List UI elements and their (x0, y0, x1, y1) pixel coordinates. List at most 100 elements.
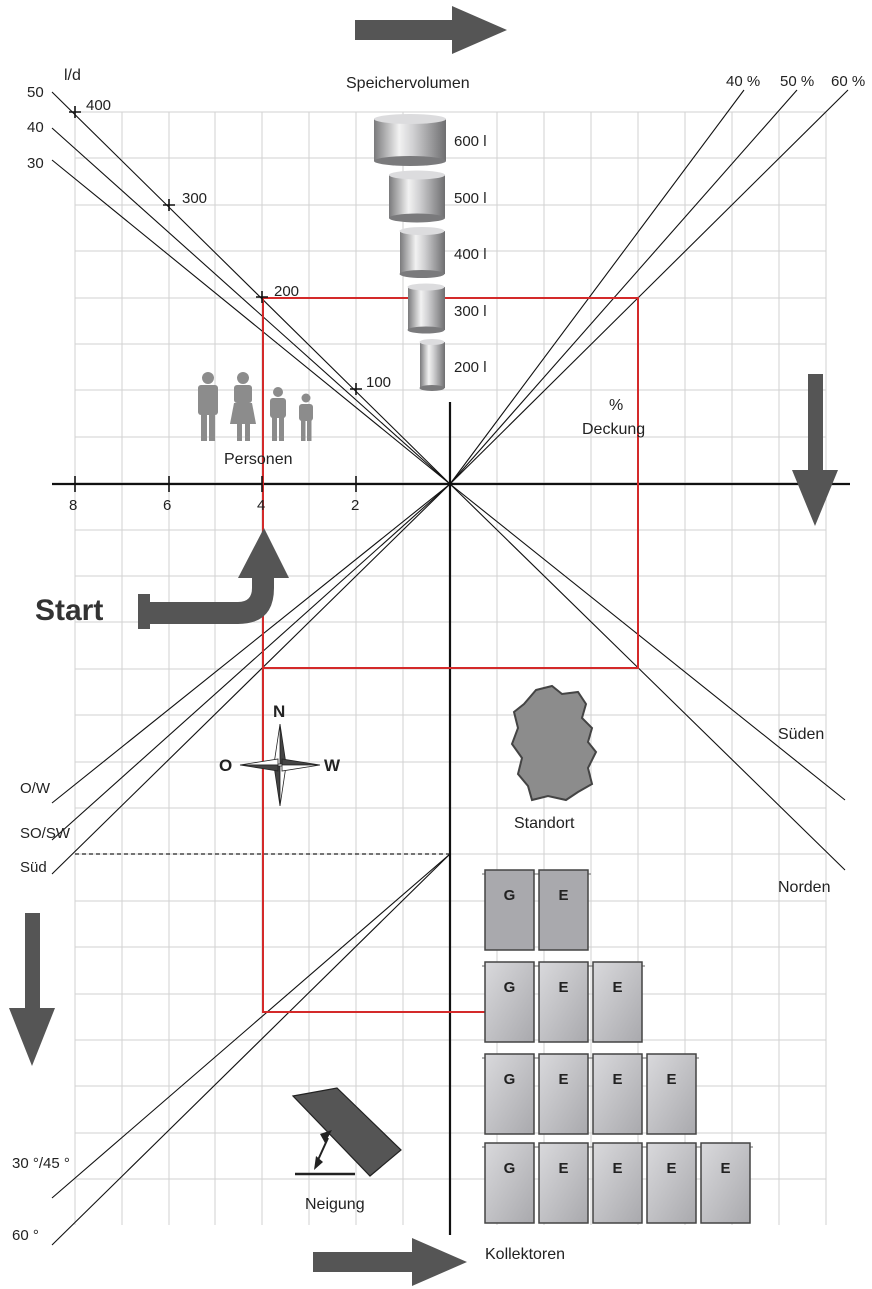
collector-panel-label: E (612, 979, 622, 996)
tank-600 (374, 114, 446, 166)
coverage-line-50 (449, 89, 798, 485)
collector-panel-label: E (558, 887, 568, 904)
arrow-right-bottom (313, 1238, 467, 1286)
tilt-title: Neigung (305, 1196, 365, 1213)
collector-panel (646, 1053, 697, 1135)
tilt-line-30-45 (51, 853, 451, 1199)
volume-tick-300: 300 (182, 190, 207, 207)
collector-panel (484, 869, 535, 951)
person-axis-label-8: 8 (69, 497, 77, 514)
plus-mark-400 (69, 106, 81, 118)
tilt-label-30-45: 30 °/45 ° (12, 1155, 70, 1172)
coverage-line-60 (449, 89, 849, 485)
coverage-label-60: 60 % (831, 73, 865, 90)
volume-tick-100: 100 (366, 374, 391, 391)
collector-panel (484, 961, 535, 1043)
flow-arrows (9, 6, 838, 1286)
arrow-down-right (792, 374, 838, 526)
coverage-label-50: 50 % (780, 73, 814, 90)
collector-panel (538, 1142, 589, 1224)
collector-panel (538, 869, 589, 951)
location-line-norden (449, 483, 846, 871)
collector-panel-label: E (720, 1160, 730, 1177)
germany-map-icon (510, 684, 598, 802)
tilt-collector-icon (291, 1087, 402, 1177)
guide-path-lower (262, 667, 485, 1013)
consumption-label-40: 40 (27, 119, 44, 136)
tilt-line-60 (51, 853, 451, 1246)
collector-panel (646, 1142, 697, 1224)
collector-panel-label: E (558, 979, 568, 996)
collector-panel-label: E (666, 1160, 676, 1177)
orientation-label-ow: O/W (20, 780, 51, 797)
location-label-sueden: Süden (778, 726, 824, 743)
persons-title: Personen (224, 451, 293, 468)
compass-north-label: N (273, 702, 285, 721)
collector-panel-label: E (558, 1160, 568, 1177)
tank-200 (419, 339, 445, 391)
person-axis-label-6: 6 (163, 497, 171, 514)
arrow-down-left (9, 913, 55, 1066)
collector-panel (592, 961, 643, 1043)
person-axis-label-4: 4 (257, 497, 265, 514)
tilt-label-60: 60 ° (12, 1227, 39, 1244)
plus-mark-300 (163, 199, 175, 211)
tank-label-400: 400 l (454, 246, 487, 263)
tank-500 (389, 170, 445, 223)
small-child-figure-icon (299, 393, 313, 441)
collector-panel (484, 1053, 535, 1135)
woman-figure-icon (230, 372, 256, 441)
collector-panel (592, 1142, 643, 1224)
guide-rect-upper (262, 297, 639, 669)
tank-label-300: 300 l (454, 303, 487, 320)
volume-tick-200: 200 (274, 283, 299, 300)
tank-300 (407, 283, 445, 334)
person-figures (198, 372, 313, 441)
start-label: Start (35, 594, 103, 627)
collector-panel (484, 1142, 535, 1224)
child-figure-icon (270, 387, 286, 441)
collectors-title: Kollektoren (485, 1246, 565, 1263)
collector-panel-label: G (504, 979, 516, 996)
compass-west-label: W (324, 756, 341, 775)
consumption-line-40 (51, 127, 451, 485)
person-axis-ticks (74, 476, 357, 492)
coverage-percent-symbol: % (609, 397, 623, 414)
consumption-line-50 (51, 91, 451, 485)
orientation-line-sosw (51, 483, 451, 841)
collector-panel-label: E (612, 1160, 622, 1177)
plus-mark-100 (350, 383, 362, 395)
storage-title: Speichervolumen (346, 75, 470, 92)
collector-panel (538, 961, 589, 1043)
collector-panel (700, 1142, 751, 1224)
orientation-line-sued (51, 483, 451, 875)
arrow-right-top (355, 6, 507, 54)
volume-tick-marks (69, 106, 362, 395)
location-line-sueden (449, 483, 846, 801)
compass-east-label: O (219, 756, 232, 775)
tank-400 (399, 227, 445, 278)
compass-rose-icon (239, 723, 321, 807)
collector-panel-label: G (504, 887, 516, 904)
coverage-line-40 (449, 89, 745, 485)
consumption-label-30: 30 (27, 155, 44, 172)
orientation-label-sosw: SO/SW (20, 825, 71, 842)
coverage-label-40: 40 % (726, 73, 760, 90)
collector-panel (592, 1053, 643, 1135)
tank-label-500: 500 l (454, 190, 487, 207)
consumption-line-30 (51, 159, 451, 485)
storage-tanks (374, 114, 446, 391)
coverage-title: Deckung (582, 421, 645, 438)
collector-panel-label: E (558, 1071, 568, 1088)
person-axis-label-2: 2 (351, 497, 359, 514)
collector-panel (538, 1053, 589, 1135)
orientation-line-ow (51, 483, 451, 804)
consumption-label-50: 50 (27, 84, 44, 101)
